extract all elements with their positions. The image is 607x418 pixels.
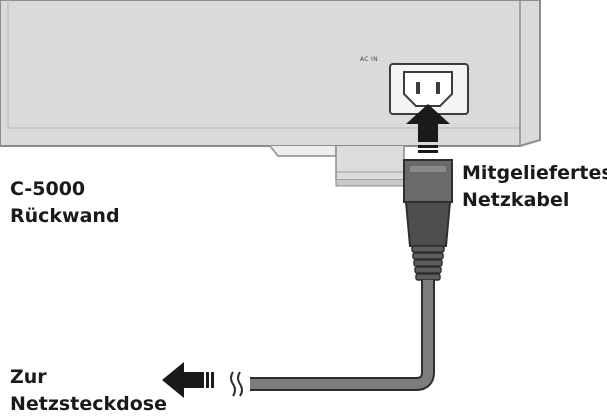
outlet-label-line2: Netzsteckdose	[10, 393, 167, 415]
model-name: C-5000	[10, 178, 86, 200]
outlet-arrow	[162, 362, 214, 398]
cable-label-line1: Mitgeliefertes	[462, 162, 607, 184]
panel-base	[0, 145, 405, 187]
insert-arrow	[406, 104, 450, 153]
cable-label: Mitgeliefertes Netzkabel	[462, 160, 607, 214]
socket-label: AC IN	[360, 56, 378, 63]
power-plug	[403, 159, 453, 281]
model-label: C-5000 Rückwand	[10, 176, 120, 230]
model-side: Rückwand	[10, 205, 120, 227]
outlet-label-line1: Zur	[10, 366, 47, 388]
power-cable	[230, 280, 435, 397]
outlet-label: Zur Netzsteckdose	[10, 364, 167, 418]
cable-label-line2: Netzkabel	[462, 189, 570, 211]
ac-in-socket	[389, 63, 469, 115]
